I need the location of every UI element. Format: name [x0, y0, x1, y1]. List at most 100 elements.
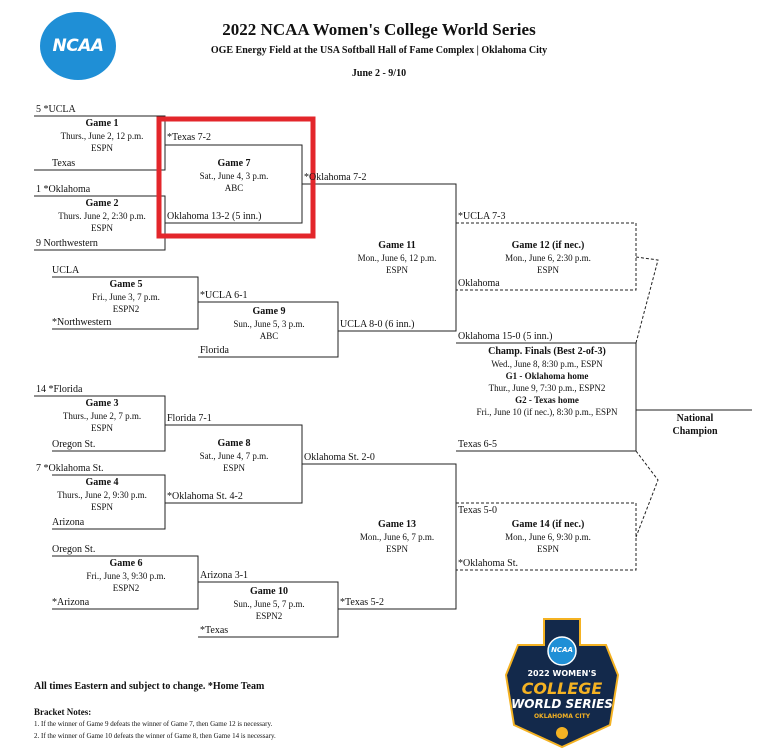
- team-texas-g10: *Texas: [200, 625, 229, 636]
- championship-finals-info: Champ. Finals (Best 2-of-3) Wed., June 8…: [460, 346, 634, 418]
- bracket-line-g1: [34, 115, 166, 171]
- game-time: Thurs., June 2, 12 p.m.: [60, 131, 144, 141]
- game-title: Game 2: [85, 198, 119, 209]
- team-florida-seed: 14 *Florida: [36, 384, 83, 395]
- game-tv: ESPN: [222, 463, 245, 473]
- game-tv: ESPN: [90, 502, 113, 512]
- game-12-info: Game 12 (if nec.) Mon., June 6, 2:30 p.m…: [470, 240, 626, 276]
- badge-line-1: 2022 WOMEN'S: [527, 669, 597, 678]
- result-g9: UCLA 8-0 (6 inn.): [340, 319, 415, 330]
- bracket-line-finals: [456, 342, 637, 452]
- result-g14: Texas 6-5: [458, 439, 498, 450]
- result-g13-bottom: *Oklahoma St.: [458, 558, 518, 569]
- result-g10: *Texas 5-2: [340, 597, 385, 608]
- ncaa-logo: NCAA: [40, 12, 116, 80]
- game-tv: ABC: [224, 183, 244, 193]
- note-1: 1. If the winner of Game 9 defeats the w…: [34, 720, 273, 728]
- game-title: Game 11: [378, 240, 416, 251]
- game-time: Mon., June 6, 9:30 p.m.: [505, 532, 591, 542]
- game-title: Game 3: [85, 398, 119, 409]
- team-florida: Florida: [200, 345, 229, 356]
- result-g13-top: Texas 5-0: [458, 505, 498, 516]
- team-northwestern-seed: 9 Northwestern: [36, 238, 98, 249]
- game-title: Game 5: [109, 279, 143, 290]
- game-14-info: Game 14 (if nec.) Mon., June 6, 9:30 p.m…: [470, 519, 626, 555]
- game-11-info: Game 11 Mon., June 6, 12 p.m. ESPN: [340, 240, 454, 276]
- game-title: Game 9: [252, 306, 286, 317]
- game-title: Game 14 (if nec.): [511, 519, 585, 530]
- game-tv: ESPN: [90, 423, 113, 433]
- game-title: Game 7: [217, 158, 251, 169]
- game-4-info: Game 4 Thurs., June 2, 9:30 p.m. ESPN: [40, 477, 164, 513]
- notes-title: Bracket Notes:: [34, 707, 92, 717]
- result-g8: Oklahoma St. 2-0: [304, 452, 375, 463]
- note-2: 2. If the winner of Game 10 defeats the …: [34, 732, 276, 740]
- game-title: Game 12 (if nec.): [511, 240, 585, 251]
- date-range: June 2 - 9/10: [351, 68, 407, 79]
- game-tv: ESPN2: [112, 304, 140, 314]
- badge-line-4: OKLAHOMA CITY: [533, 713, 591, 720]
- game-time: Fri., June 3, 7 p.m.: [92, 292, 160, 302]
- connector-g12: [635, 256, 659, 344]
- champion-line-1: National: [676, 413, 714, 424]
- game-time: Thurs. June 2, 2:30 p.m.: [58, 211, 146, 221]
- game-time: Mon., June 6, 2:30 p.m.: [505, 253, 591, 263]
- finals-g1-home: G1 - Oklahoma home: [505, 371, 589, 381]
- game-9-info: Game 9 Sun., June 5, 3 p.m. ABC: [202, 306, 336, 342]
- game-tv: ESPN: [90, 143, 113, 153]
- game-3-info: Game 3 Thurs., June 2, 7 p.m. ESPN: [40, 398, 164, 434]
- team-arizona: Arizona: [52, 517, 85, 528]
- game-title: Game 8: [217, 438, 251, 449]
- result-g11-top: *UCLA 7-3: [458, 211, 506, 222]
- team-texas: Texas: [52, 158, 76, 169]
- game-10-info: Game 10 Sun., June 5, 7 p.m. ESPN2: [202, 586, 336, 622]
- bracket-line-g12: [456, 222, 637, 291]
- game-time: Mon., June 6, 12 p.m.: [357, 253, 437, 263]
- finals-g2-home: G2 - Texas home: [515, 395, 579, 405]
- game-title: Game 13: [377, 519, 417, 530]
- connector-g14: [635, 450, 659, 538]
- game-title: Game 10: [249, 586, 289, 597]
- game-time: Fri., June 3, 9:30 p.m.: [86, 571, 166, 581]
- result-g1: *Texas 7-2: [167, 132, 212, 143]
- result-g12: Oklahoma 15-0 (5 inn.): [458, 331, 553, 342]
- game-7-info: Game 7 Sat., June 4, 3 p.m. ABC: [168, 158, 300, 194]
- result-g5: *UCLA 6-1: [200, 290, 248, 301]
- game-title: Game 1: [85, 118, 119, 129]
- game-tv: ESPN: [536, 544, 559, 554]
- team-oregon-st-g6: Oregon St.: [52, 544, 96, 555]
- game-time: Mon., June 6, 7 p.m.: [359, 532, 435, 542]
- game-2-info: Game 2 Thurs. June 2, 2:30 p.m. ESPN: [40, 198, 164, 234]
- result-g7: *Oklahoma 7-2: [304, 172, 367, 183]
- game-tv: ABC: [259, 331, 279, 341]
- result-g3: Florida 7-1: [167, 413, 212, 424]
- team-ucla-seed: 5 *UCLA: [36, 104, 76, 115]
- team-ucla: UCLA: [52, 265, 80, 276]
- result-g6: Arizona 3-1: [200, 570, 249, 581]
- softball-icon: [556, 727, 568, 739]
- bracket-line-g11: [302, 183, 457, 332]
- game-tv: ESPN: [385, 265, 408, 275]
- page-title: 2022 NCAA Women's College World Series: [222, 20, 536, 39]
- game-time: Sat., June 4, 7 p.m.: [199, 451, 269, 461]
- game-time: Thurs., June 2, 9:30 p.m.: [57, 490, 147, 500]
- game-tv: ESPN: [90, 223, 113, 233]
- game-time: Thurs., June 2, 7 p.m.: [62, 411, 142, 421]
- badge-line-2: COLLEGE: [521, 679, 603, 698]
- finals-g3-time: Fri., June 10 (if nec.), 8:30 p.m., ESPN: [476, 407, 618, 417]
- bracket-line-g9: [198, 301, 339, 358]
- champion-line-2: Champion: [672, 426, 718, 437]
- finals-g1-time: Wed., June 8, 8:30 p.m., ESPN: [491, 359, 603, 369]
- result-g11-bottom: Oklahoma: [458, 278, 500, 289]
- game-title: Game 6: [109, 558, 143, 569]
- game-tv: ESPN: [385, 544, 408, 554]
- game-time: Sun., June 5, 3 p.m.: [233, 319, 305, 329]
- game-time: Sat., June 4, 3 p.m.: [199, 171, 269, 181]
- national-champion-label: National Champion: [660, 412, 730, 438]
- badge-line-3: WORLD SERIES: [511, 697, 613, 711]
- bracket-line-g3: [34, 395, 166, 452]
- badge-shape: [504, 618, 620, 749]
- bracket-line-g14: [456, 502, 637, 571]
- bracket-line-g4: [52, 474, 166, 530]
